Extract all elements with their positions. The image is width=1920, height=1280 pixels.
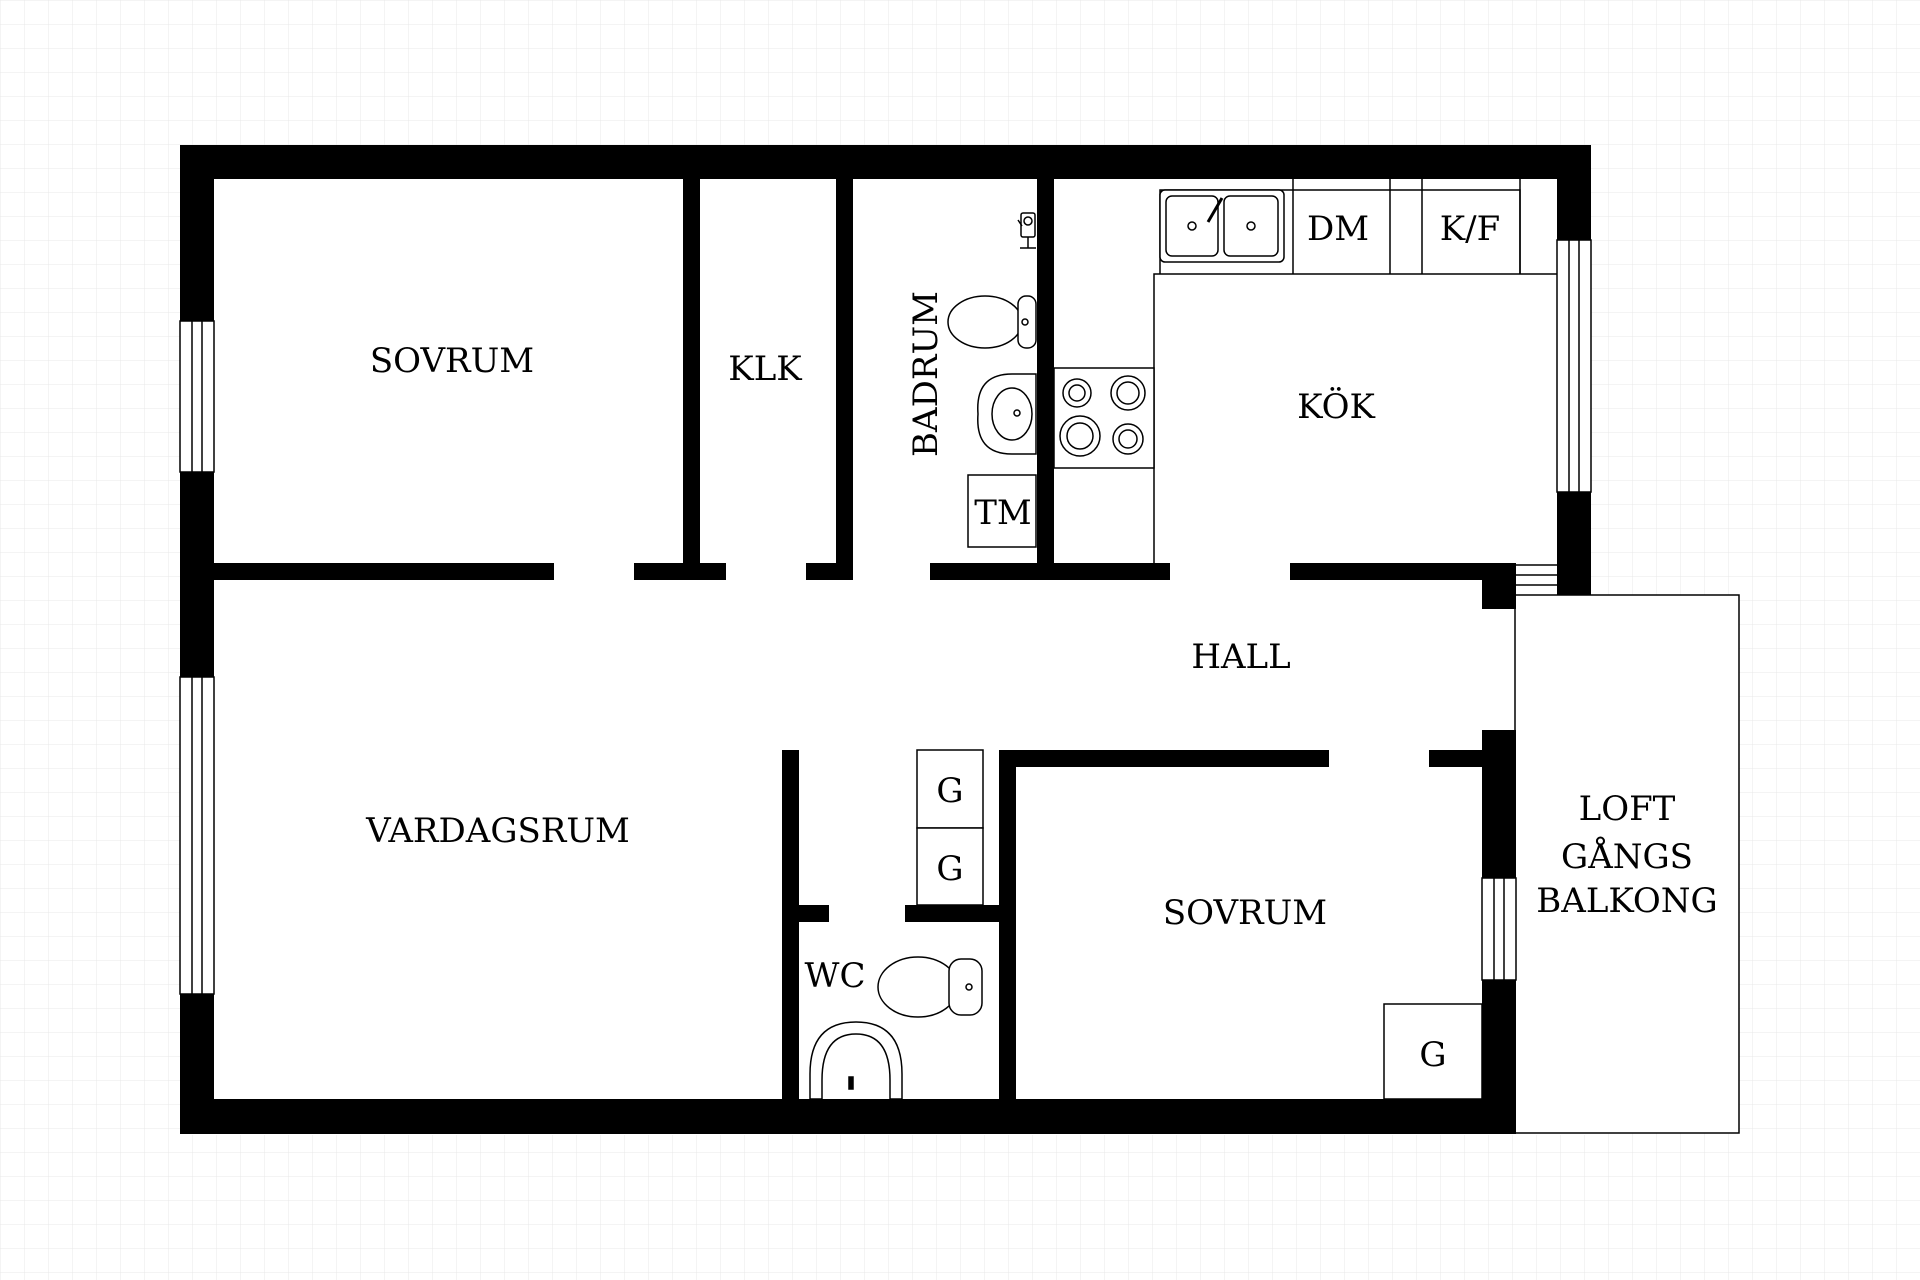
room-label-sovrum-2: SOVRUM xyxy=(1163,893,1327,933)
room-label-balkong-line-2: GÅNGS xyxy=(1561,836,1693,877)
room-label-klk: KLK xyxy=(728,349,802,389)
balcony-outline xyxy=(1514,594,1740,1134)
fixture-label-wardrobe-3: G xyxy=(1419,1035,1446,1075)
wardrobes xyxy=(916,749,1483,1100)
windows xyxy=(179,239,1592,995)
interior-walls xyxy=(180,179,1499,1102)
balcony-door-threshold xyxy=(1504,564,1560,586)
room-label-badrum: BADRUM xyxy=(906,291,946,457)
fixture-label-washing-machine: TM xyxy=(974,493,1032,533)
room-label-kok: KÖK xyxy=(1297,386,1375,427)
fixture-label-fridge-freezer: K/F xyxy=(1440,209,1500,249)
wc-toilet-icon xyxy=(877,956,983,1018)
room-label-balkong-line-3: BALKONG xyxy=(1536,881,1717,921)
fixture-label-wardrobe-1: G xyxy=(936,771,963,811)
room-label-vardagsrum: VARDAGSRUM xyxy=(365,811,630,851)
washbasin-icon xyxy=(977,373,1037,455)
fixture-label-dishwasher: DM xyxy=(1307,209,1369,249)
sink-icon xyxy=(1159,189,1285,263)
room-label-hall: HALL xyxy=(1191,637,1290,677)
room-label-balkong-line-1: LOFT xyxy=(1579,789,1676,829)
shower-icon xyxy=(1017,212,1036,249)
washing-machine-box xyxy=(967,474,1037,548)
room-label-wc: WC xyxy=(805,956,866,996)
stove-icon xyxy=(1053,367,1155,469)
wc-washbasin-icon xyxy=(809,1021,903,1100)
room-label-sovrum-1: SOVRUM xyxy=(370,341,534,381)
fixture-label-wardrobe-2: G xyxy=(936,849,963,889)
toilet-icon xyxy=(947,295,1037,349)
